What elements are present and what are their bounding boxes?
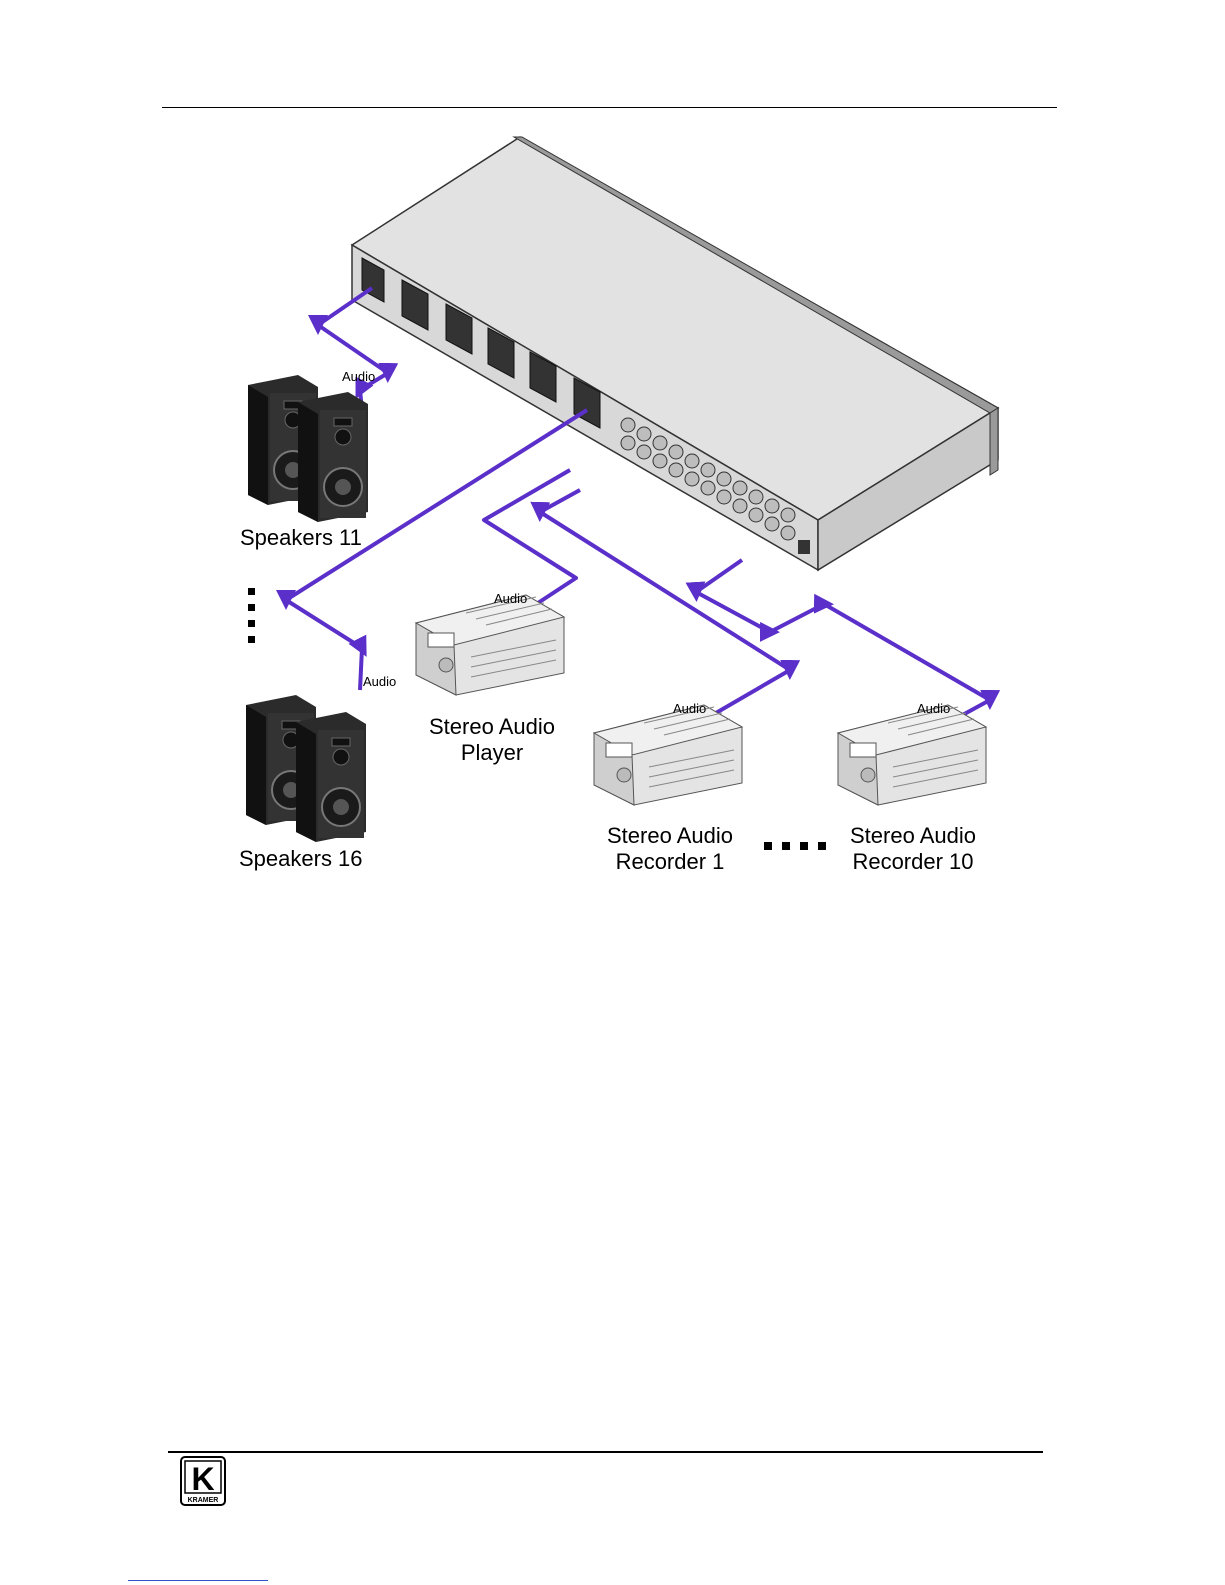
player-label-line2: Player: [461, 740, 523, 765]
cable-label: Audio: [673, 701, 706, 716]
cable-label: Audio: [494, 591, 527, 606]
speakers-11-label: Speakers 11: [240, 525, 362, 550]
stereo-audio-player: [416, 595, 564, 695]
kramer-logo: K KRAMER: [180, 1456, 226, 1506]
stereo-audio-recorder-10: [838, 705, 986, 805]
matrix-switcher: [352, 137, 998, 570]
cable-label: Audio: [917, 701, 950, 716]
logo-wordmark: KRAMER: [188, 1497, 219, 1504]
logo-letter: K: [191, 1461, 214, 1497]
speakers-11: [248, 375, 368, 522]
cable-label: Audio: [342, 369, 375, 384]
recorder1-label-line1: Stereo Audio: [607, 823, 733, 848]
stereo-audio-recorder-1: [594, 705, 742, 805]
horizontal-ellipsis: [764, 842, 826, 850]
speakers-16: [246, 695, 366, 842]
recorder10-label-line1: Stereo Audio: [850, 823, 976, 848]
recorder10-label-line2: Recorder 10: [852, 849, 973, 874]
recorder1-label-line2: Recorder 1: [616, 849, 725, 874]
footer-link-underline: [128, 1580, 268, 1581]
vertical-ellipsis: [248, 588, 255, 643]
player-label-line1: Stereo Audio: [429, 714, 555, 739]
cable-label: Audio: [363, 674, 396, 689]
speakers-16-label: Speakers 16: [239, 846, 363, 871]
